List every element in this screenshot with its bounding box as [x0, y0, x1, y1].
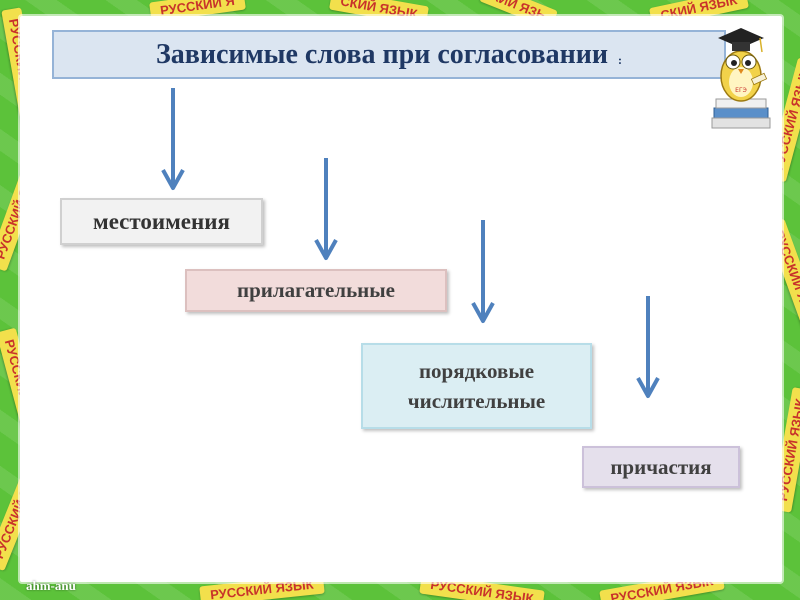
- title-text: Зависимые слова при согласовании: [156, 39, 608, 71]
- owl-hat-label: ЕГЭ: [735, 87, 747, 94]
- box-adjectives: прилагательные: [185, 269, 447, 312]
- box-pronouns: местоимения: [60, 198, 263, 245]
- title-suffix: :: [618, 53, 622, 68]
- box-ordinal-numerals: порядковые числительные: [361, 343, 592, 429]
- owl-with-books-icon: ЕГЭ: [708, 16, 772, 134]
- author-watermark: ahm-anu: [26, 578, 76, 594]
- slide-title: Зависимые слова при согласовании :: [52, 30, 726, 79]
- box-participles: причастия: [582, 446, 740, 488]
- box-ordinal-numerals-label: порядковые числительные: [392, 356, 562, 416]
